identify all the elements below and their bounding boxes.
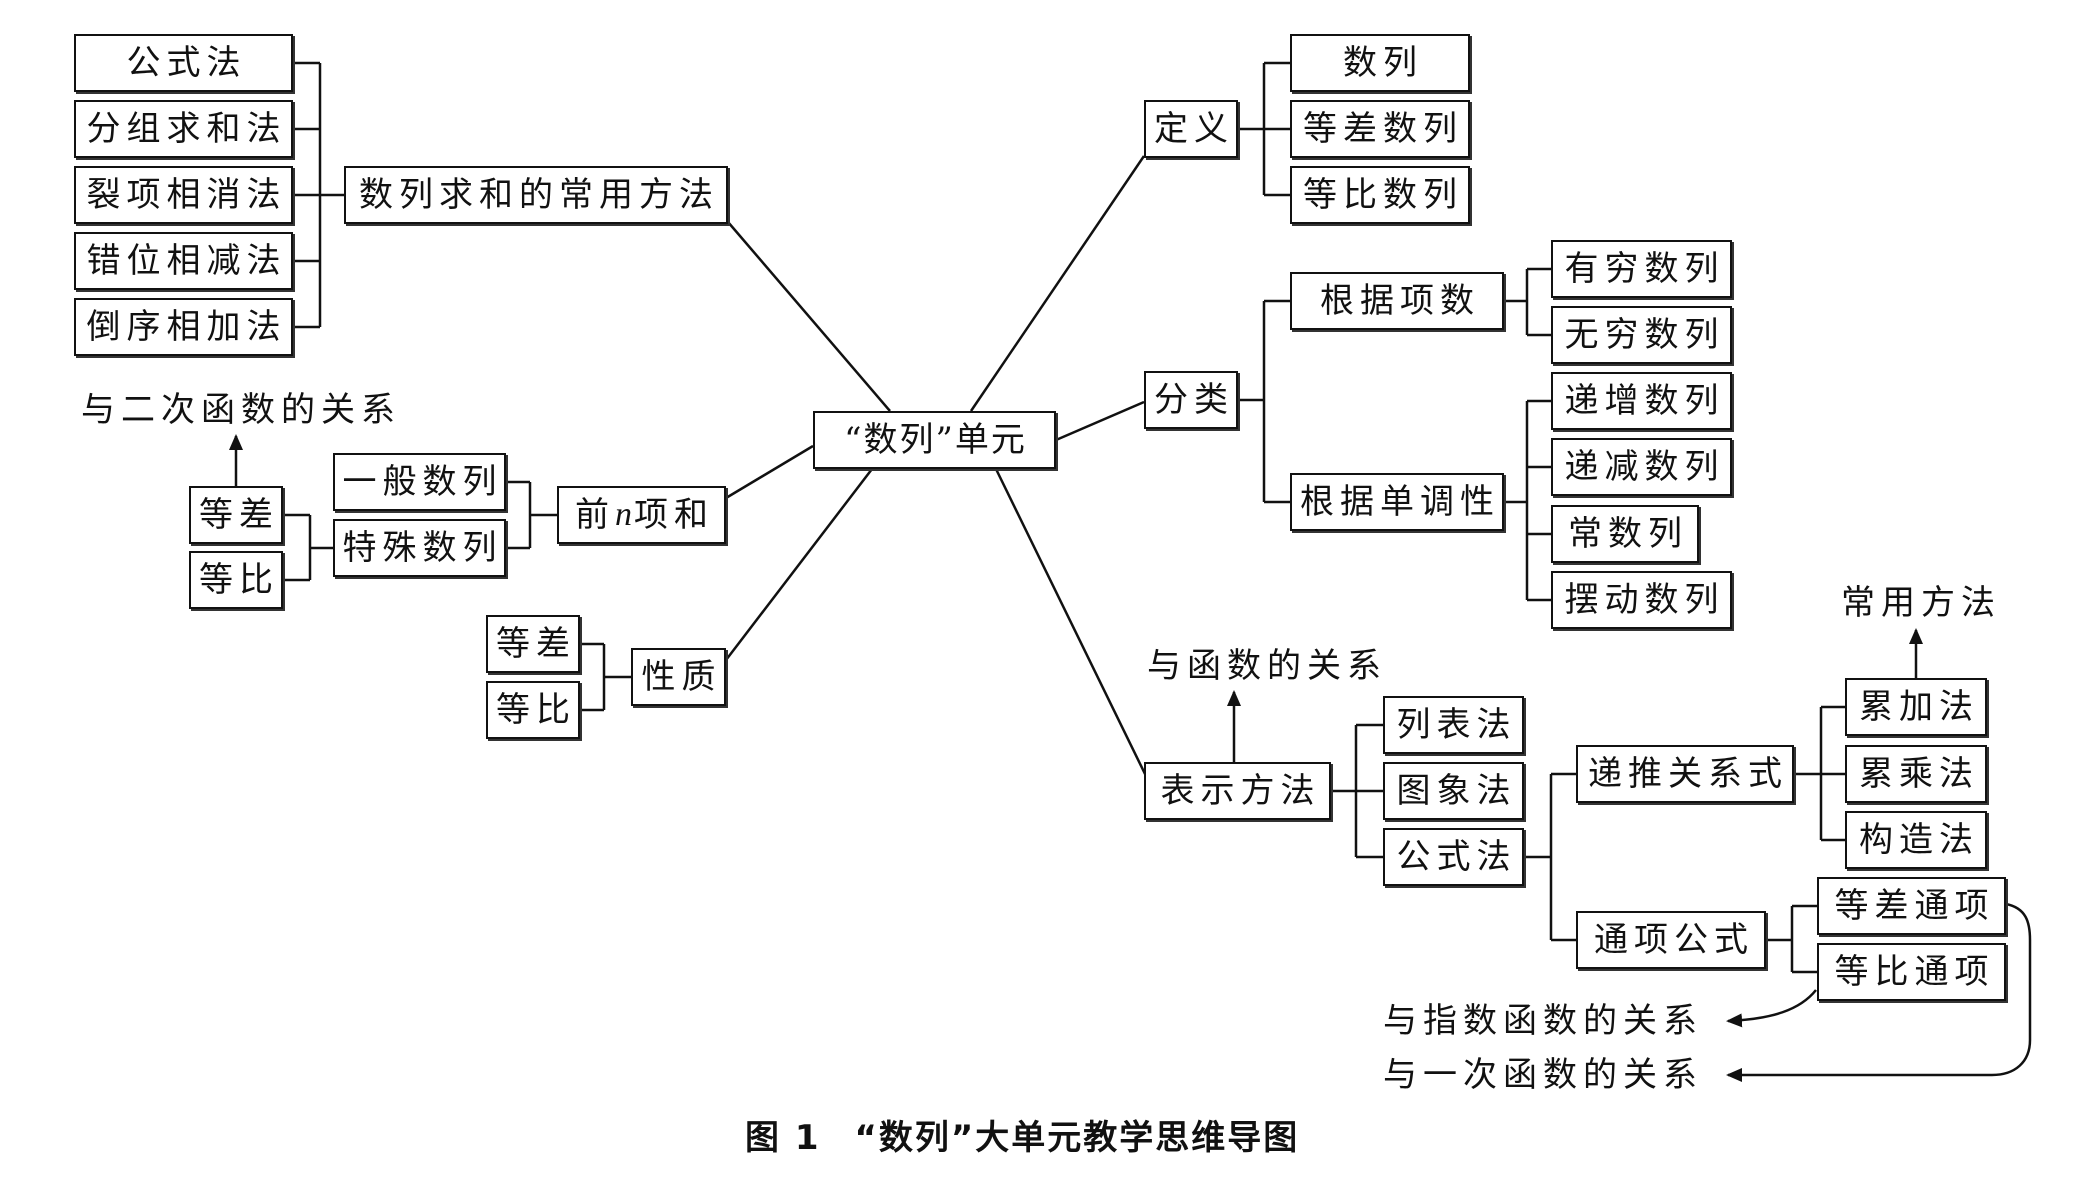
bracket-definition	[1238, 61, 1290, 197]
bracket-general-term	[1766, 904, 1817, 974]
spoke-properties	[725, 468, 873, 661]
type-general-sequence: 一般数列	[333, 453, 506, 511]
figure-title: “数列”大单元教学思维导图	[854, 1118, 1300, 1158]
infinite-sequence: 无穷数列	[1551, 306, 1732, 364]
summation-node: 数列求和的常用方法	[344, 166, 728, 224]
exponential-relation-label: 与指数函数的关系	[1383, 1001, 1703, 1041]
bracket-sequence-types	[506, 480, 557, 550]
oscillating-sequence: 摆动数列	[1551, 571, 1732, 629]
partial-sum-variable: n	[615, 496, 634, 533]
definition-sequence: 数列	[1290, 34, 1470, 92]
special-geometric: 等比	[189, 551, 283, 609]
method-cumulative-sum: 累加法	[1845, 678, 1987, 736]
by-terms-node: 根据项数	[1290, 272, 1504, 330]
property-arithmetic: 等差	[486, 615, 580, 673]
constant-sequence: 常数列	[1551, 505, 1699, 563]
general-term-node: 通项公式	[1576, 911, 1766, 969]
properties-node: 性质	[631, 648, 726, 706]
definition-arithmetic-sequence: 等差数列	[1290, 100, 1470, 158]
common-methods-label: 常用方法	[1841, 583, 2001, 623]
bracket-formula	[1524, 772, 1576, 942]
bracket-summation-methods	[293, 61, 344, 329]
by-monotonicity-node: 根据单调性	[1290, 473, 1504, 531]
finite-sequence: 有穷数列	[1551, 240, 1732, 298]
method-table: 列表法	[1383, 696, 1524, 754]
special-arithmetic: 等差	[189, 486, 283, 544]
bracket-classification	[1238, 299, 1290, 504]
summation-method-formula: 公式法	[74, 34, 293, 92]
spoke-partial-sum	[725, 444, 814, 500]
figure-number: 图 1	[745, 1118, 821, 1158]
arrow-exponential-relation	[1726, 989, 1817, 1028]
increasing-sequence: 递增数列	[1551, 372, 1732, 430]
method-cumulative-product: 累乘法	[1845, 745, 1987, 803]
summation-method-telescoping: 裂项相消法	[74, 166, 293, 224]
arrow-linear-relation	[1726, 902, 2032, 1082]
function-relation-label: 与函数的关系	[1147, 646, 1387, 686]
method-formula: 公式法	[1383, 828, 1524, 886]
bracket-by-terms	[1504, 267, 1551, 337]
type-special-sequence: 特殊数列	[333, 519, 506, 577]
linear-relation-label: 与一次函数的关系	[1383, 1055, 1703, 1095]
property-geometric: 等比	[486, 681, 580, 739]
method-construction: 构造法	[1845, 811, 1987, 869]
arithmetic-general-term: 等差通项	[1817, 877, 2006, 935]
method-graph: 图象法	[1383, 762, 1524, 820]
partial-sum-prefix: 前	[575, 495, 615, 535]
bracket-recursive	[1794, 705, 1845, 842]
bracket-special-sequences	[283, 513, 333, 582]
spoke-summation	[727, 221, 891, 412]
bracket-properties	[580, 642, 631, 712]
summation-method-shift-subtract: 错位相减法	[74, 232, 293, 290]
definition-node: 定义	[1144, 100, 1238, 158]
summation-method-grouping: 分组求和法	[74, 100, 293, 158]
recursive-relation-node: 递推关系式	[1576, 745, 1794, 803]
bracket-representation	[1331, 723, 1383, 859]
center-node: “数列”单元	[813, 411, 1056, 469]
definition-geometric-sequence: 等比数列	[1290, 166, 1470, 224]
geometric-general-term: 等比通项	[1817, 943, 2006, 1001]
decreasing-sequence: 递减数列	[1551, 438, 1732, 496]
summation-method-reverse-add: 倒序相加法	[74, 298, 293, 356]
figure-caption: 图 1 “数列”大单元教学思维导图	[745, 1116, 1299, 1160]
representation-node: 表示方法	[1144, 762, 1331, 820]
classification-node: 分类	[1144, 371, 1238, 429]
spoke-definition	[969, 155, 1146, 412]
partial-sum-suffix: 项和	[634, 495, 714, 535]
bracket-by-monotonicity	[1504, 399, 1551, 602]
spoke-classification	[1055, 400, 1145, 442]
spoke-representation	[994, 468, 1148, 777]
quadratic-relation-label: 与二次函数的关系	[81, 390, 401, 430]
